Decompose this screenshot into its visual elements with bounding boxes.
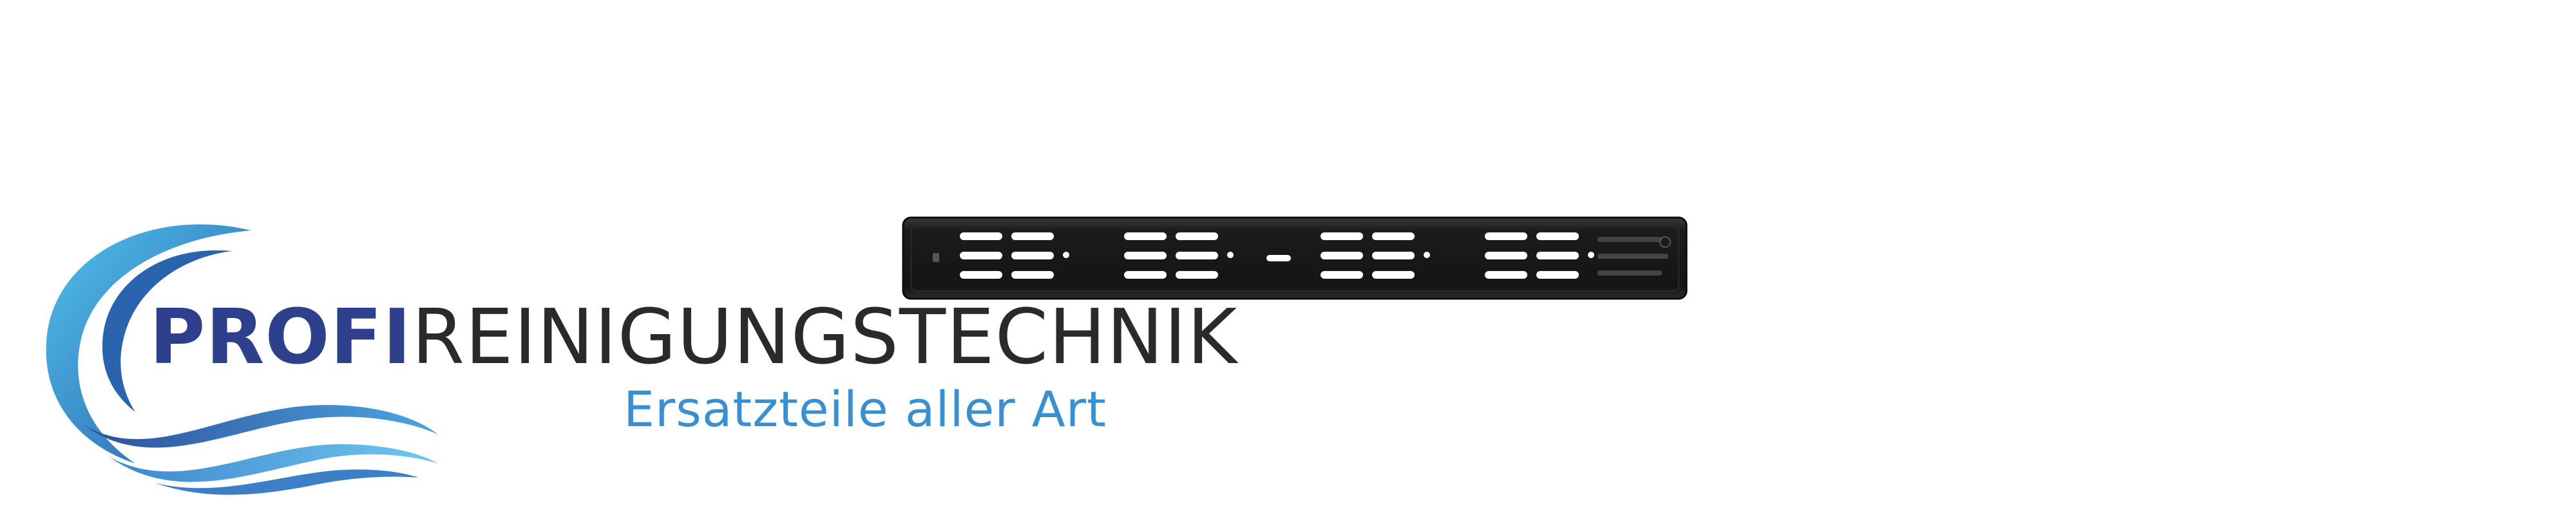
product-image <box>902 216 1688 300</box>
bar-slot-dot <box>1227 252 1234 258</box>
bar-slot <box>1176 232 1218 240</box>
bar-slot <box>1321 252 1363 259</box>
bar-slot <box>960 232 1002 240</box>
bar-slot <box>1485 232 1527 240</box>
bar-slot <box>1536 232 1579 240</box>
bar-slot <box>1372 232 1415 240</box>
wave-icon <box>46 224 438 495</box>
bar-slot <box>1536 252 1579 259</box>
brand-name-light: REINIGUNGSTECHNIK <box>412 292 1238 381</box>
bar-slot <box>1176 252 1218 259</box>
brand-logo: PROFIREINIGUNGSTECHNIK Ersatzteile aller… <box>39 212 1237 496</box>
slotted-bar-image <box>902 216 1688 300</box>
bar-slot <box>1011 271 1054 279</box>
bar-slot <box>1124 252 1167 259</box>
bar-slot <box>1485 271 1527 279</box>
bar-slot-dot <box>1063 252 1069 258</box>
bar-slot <box>1176 271 1218 279</box>
brand-name-bold: PROFI <box>149 292 412 381</box>
brand-name: PROFIREINIGUNGSTECHNIK <box>149 299 1237 375</box>
bar-slot <box>960 252 1002 259</box>
bar-slot <box>1011 232 1054 240</box>
bar-slot <box>1124 232 1167 240</box>
brand-tagline: Ersatzteile aller Art <box>624 380 1107 438</box>
bar-slot <box>1372 252 1415 259</box>
bar-slot <box>1011 252 1054 259</box>
bar-slot <box>1124 271 1167 279</box>
bar-slot <box>1321 271 1363 279</box>
bar-slot-dot <box>1588 252 1594 258</box>
bar-slot <box>1321 232 1363 240</box>
bar-slot <box>1536 271 1579 279</box>
bar-slot <box>960 271 1002 279</box>
bar-slot-dot <box>1424 252 1430 258</box>
bar-slot <box>1485 252 1527 259</box>
bar-slot <box>1372 271 1415 279</box>
